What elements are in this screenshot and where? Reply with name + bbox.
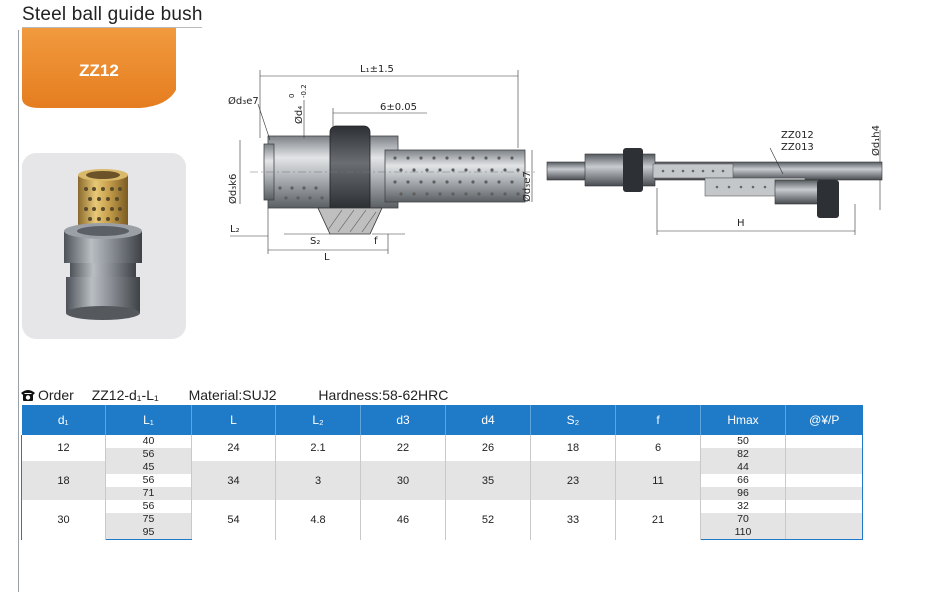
col-header-hmax: Hmax xyxy=(700,405,786,435)
col-header-S2: S₂ xyxy=(530,405,616,435)
cell-L1: 56 xyxy=(105,448,192,461)
cell-L2: 3 xyxy=(275,461,361,500)
col-header-price: @¥/P xyxy=(785,405,863,435)
cell-L1: 40 xyxy=(105,435,192,448)
dim-S2: S₂ xyxy=(310,236,320,247)
dim-L1: L₁±1.5 xyxy=(360,64,394,75)
model-code: ZZ12 xyxy=(79,61,119,80)
cell-price xyxy=(786,474,863,487)
cell-d3: 46 xyxy=(360,500,446,540)
col-header-d1: d₁ xyxy=(21,405,106,435)
spec-table: d₁ L₁ L L₂ d3 d4 S₂ f Hmax @¥/P 12 40 24… xyxy=(21,405,863,540)
table-row: 12 40 24 2.1 22 26 18 6 50 xyxy=(21,435,863,461)
col-header-d4: d4 xyxy=(445,405,531,435)
dim-L: L xyxy=(324,252,330,263)
assembly-drawing: ZZ012 ZZ013 Ød₁h4 H xyxy=(546,125,883,235)
table-row: 71 96 xyxy=(22,487,863,500)
bush-section-drawing: L₁±1.5 Ød₃e7 Ød₄ 0 -0.2 6±0.05 Ød₃k6 Ød₃… xyxy=(227,64,535,263)
cell-L2: 4.8 xyxy=(275,500,361,540)
model-tab-shape xyxy=(22,28,176,108)
cell-hmax: 96 xyxy=(700,487,786,500)
cell-price xyxy=(785,448,863,461)
table-row: 75 70 xyxy=(22,513,863,526)
cell-f: 11 xyxy=(615,461,701,500)
cell-L: 34 xyxy=(191,461,276,500)
left-divider-line xyxy=(18,30,19,592)
col-header-f: f xyxy=(615,405,701,435)
title-divider xyxy=(22,27,202,28)
cell-hmax: 66 xyxy=(700,474,786,487)
cell-f: 6 xyxy=(615,435,701,461)
col-header-L2: L₂ xyxy=(275,405,361,435)
cell-price xyxy=(785,461,863,474)
cell-L1: 95 xyxy=(105,526,192,540)
material: Material:SUJ2 xyxy=(188,387,277,404)
cell-hmax: 82 xyxy=(700,448,786,461)
cell-d1: 18 xyxy=(21,461,106,500)
dim-d4-tol-lower: -0.2 xyxy=(300,84,308,98)
dim-H: H xyxy=(737,218,745,229)
cell-hmax: 32 xyxy=(700,500,786,513)
cell-d3: 22 xyxy=(360,435,446,461)
ball-pattern xyxy=(278,156,520,200)
table-row: 56 66 xyxy=(22,474,863,487)
dim-d3e7-left: Ød₃e7 xyxy=(228,95,259,107)
cell-S2: 18 xyxy=(530,435,616,461)
order-label: Order xyxy=(38,387,74,404)
cell-hmax: 70 xyxy=(700,513,786,526)
dim-d4: Ød₄ xyxy=(293,106,305,124)
table-row: 95 110 xyxy=(22,526,863,540)
product-photo xyxy=(22,153,186,339)
cell-f: 21 xyxy=(615,500,701,540)
cell-S2: 23 xyxy=(530,461,616,500)
dim-L2: L₂ xyxy=(230,224,240,235)
cell-d1: 30 xyxy=(21,500,106,540)
cell-L: 54 xyxy=(191,500,276,540)
cell-d4: 35 xyxy=(445,461,531,500)
table-row: 56 82 xyxy=(22,448,863,461)
cell-L2: 2.1 xyxy=(275,435,361,461)
dim-d3e7-right: Ød₃e7 xyxy=(521,171,533,202)
table-row: 30 56 54 4.8 46 52 33 21 32 xyxy=(21,500,863,540)
cell-L1: 56 xyxy=(105,500,192,513)
cell-hmax: 50 xyxy=(700,435,786,448)
order-info: Order ZZ12-d₁-L₁ Material:SUJ2 Hardness:… xyxy=(20,386,448,403)
order-code: ZZ12-d₁-L₁ xyxy=(91,387,159,404)
dim-d1h4: Ød₁h4 xyxy=(870,125,882,156)
hardness: Hardness:58-62HRC xyxy=(318,387,449,404)
cell-price xyxy=(786,435,863,448)
cell-d1: 12 xyxy=(21,435,106,461)
table-header-row: d₁ L₁ L L₂ d3 d4 S₂ f Hmax @¥/P xyxy=(21,405,863,435)
dim-zz013: ZZ013 xyxy=(781,142,814,153)
col-header-d3: d3 xyxy=(360,405,446,435)
dim-f: f xyxy=(374,236,378,247)
cell-hmax: 110 xyxy=(700,526,786,540)
dim-zz012: ZZ012 xyxy=(781,130,814,141)
dim-six: 6±0.05 xyxy=(380,102,417,113)
cell-d4: 52 xyxy=(445,500,531,540)
cell-L1: 56 xyxy=(105,474,192,487)
cell-S2: 33 xyxy=(530,500,616,540)
cell-price xyxy=(785,526,863,540)
col-header-L1: L₁ xyxy=(105,405,192,435)
cell-d4: 26 xyxy=(445,435,531,461)
cell-L1: 71 xyxy=(105,487,192,500)
col-header-L: L xyxy=(191,405,276,435)
table-row: 18 45 34 3 30 35 23 11 44 xyxy=(21,461,863,500)
dim-d4-tol-upper: 0 xyxy=(288,94,296,98)
dim-d3k6: Ød₃k6 xyxy=(227,174,239,204)
cell-L1: 45 xyxy=(105,461,192,474)
cell-price xyxy=(785,487,863,500)
phone-icon xyxy=(20,388,36,402)
cell-hmax: 44 xyxy=(700,461,786,474)
cell-L1: 75 xyxy=(105,513,192,526)
page-title: Steel ball guide bush xyxy=(22,4,203,25)
cell-price xyxy=(785,513,863,526)
model-code-tab: ZZ12 xyxy=(22,28,176,108)
cell-price xyxy=(786,500,863,513)
cell-L: 24 xyxy=(191,435,276,461)
cell-d3: 30 xyxy=(360,461,446,500)
